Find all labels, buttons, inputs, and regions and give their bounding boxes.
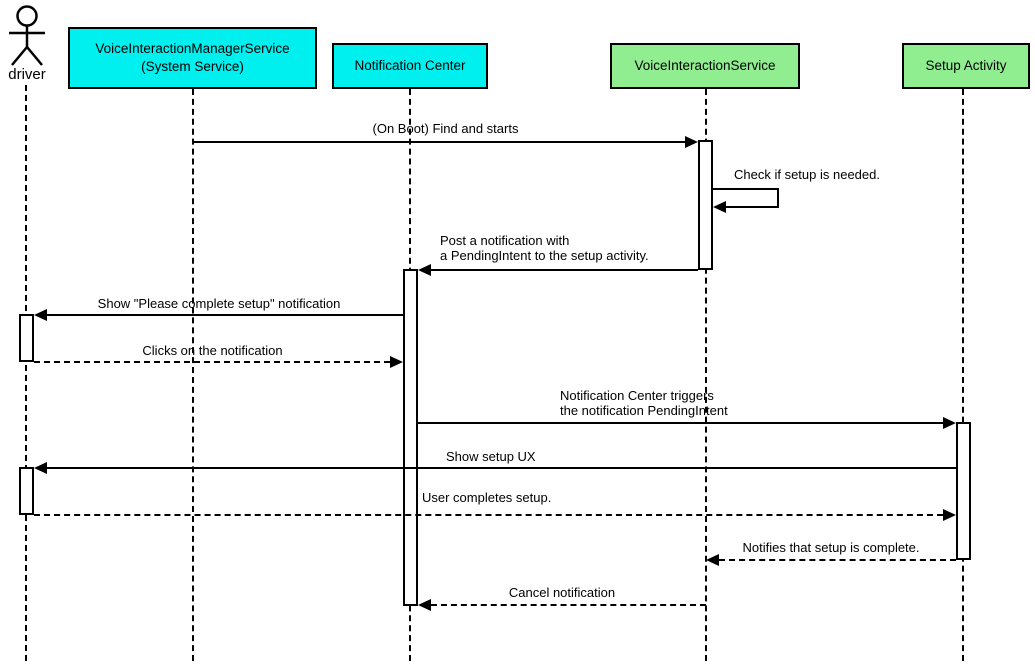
arrowhead-icon	[34, 309, 47, 321]
message-label: Check if setup is needed.	[734, 167, 880, 182]
arrowhead-icon	[418, 264, 431, 276]
activation-bar-driver-2	[19, 467, 34, 515]
message-label: Notifies that setup is complete.	[742, 540, 920, 555]
arrowhead-icon	[685, 136, 698, 148]
message-label: Clicks on the notification	[142, 343, 283, 358]
activation-bar-driver-1	[19, 314, 34, 362]
arrowhead-icon	[943, 417, 956, 429]
message-line-dashed	[34, 514, 943, 516]
message-label: Notification Center triggers the notific…	[560, 388, 728, 418]
lifeline-setup-activity	[962, 89, 964, 661]
participant-box-voiceinteractionmanagerservice: VoiceInteractionManagerService (System S…	[68, 27, 317, 89]
arrowhead-icon	[706, 554, 719, 566]
message-line-dashed	[431, 604, 706, 606]
arrowhead-icon	[418, 599, 431, 611]
participant-box-voiceinteractionservice: VoiceInteractionService	[610, 43, 800, 89]
message-line-dashed	[34, 361, 390, 363]
actor-stick-figure-icon	[9, 5, 45, 66]
participant-box-setup-activity: Setup Activity	[902, 43, 1030, 89]
message-label: (On Boot) Find and starts	[372, 121, 519, 136]
self-message-line	[725, 206, 779, 208]
message-line	[47, 467, 956, 469]
message-line	[431, 269, 698, 271]
participant-box-notification-center: Notification Center	[332, 43, 488, 89]
lifeline-driver	[25, 85, 27, 661]
arrowhead-icon	[713, 201, 726, 213]
message-line	[418, 422, 943, 424]
message-line-dashed	[719, 559, 956, 561]
message-label: Post a notification with a PendingIntent…	[440, 233, 649, 263]
message-line	[193, 141, 686, 143]
message-label: Cancel notification	[508, 585, 616, 600]
activation-bar-setup-activity	[956, 422, 971, 560]
self-message-line	[713, 188, 779, 190]
message-label: Show setup UX	[446, 449, 536, 464]
activation-bar-notification-center	[403, 269, 418, 606]
message-line	[47, 314, 403, 316]
arrowhead-icon	[34, 462, 47, 474]
lifeline-voiceinteractionservice	[705, 89, 707, 661]
message-label: User completes setup.	[422, 490, 552, 505]
arrowhead-icon	[390, 356, 403, 368]
lifeline-voiceinteractionmanagerservice	[192, 89, 194, 661]
activation-bar-voiceinteractionservice	[698, 140, 713, 270]
self-message-line	[777, 188, 779, 208]
message-label: Show "Please complete setup" notificatio…	[97, 296, 341, 311]
actor-label-driver: driver	[8, 66, 46, 83]
arrowhead-icon	[943, 509, 956, 521]
